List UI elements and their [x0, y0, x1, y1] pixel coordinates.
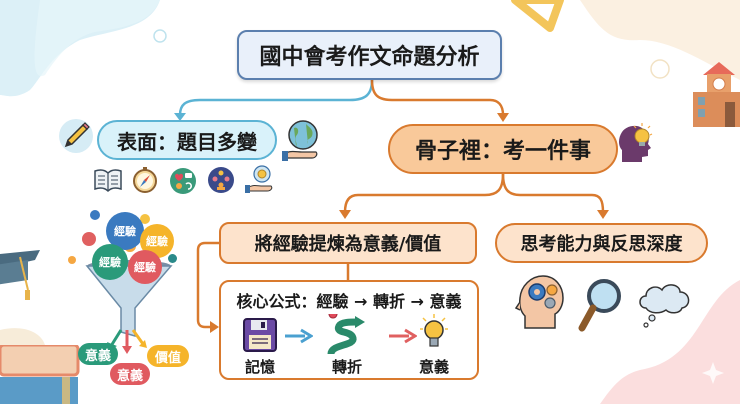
formula-title: 核心公式：經驗 → 轉折 → 意義: [236, 292, 462, 311]
root-title: 國中會考作文命題分析: [259, 45, 480, 70]
output-value-pill: 價值: [147, 345, 189, 367]
arrow-right-icon: [389, 328, 417, 344]
money-in-hand-icon: [245, 165, 273, 193]
core-formula-box: 核心公式：經驗 → 轉折 → 意義 記憶 轉折 意義: [219, 280, 479, 380]
books-stack-icon: [0, 345, 80, 404]
step-turn-label: 轉折: [331, 358, 362, 376]
output-meaning-pill: 意義: [78, 343, 118, 365]
floppy-disk-icon: [243, 318, 277, 352]
thinking-label: 思考能力與反思深度: [520, 234, 683, 255]
emotions-icon: [170, 168, 196, 194]
core-node: 骨子裡：考一件事: [388, 124, 618, 174]
experience-bubble: 經驗: [128, 250, 162, 284]
refine-node: 將經驗提煉為意義/價值: [219, 222, 477, 264]
refine-label: 將經驗提煉為意義/價值: [254, 234, 442, 255]
magnifier-icon: [578, 279, 621, 332]
compass-icon: [133, 167, 157, 193]
open-book-icon: [94, 169, 122, 193]
winding-road-icon: [327, 314, 365, 356]
globe-in-hand-icon: [282, 120, 318, 161]
funnel-illustration: 經驗 經驗 經驗 經驗 意義 意義 價值: [60, 200, 210, 390]
experience-bubble: 經驗: [106, 212, 144, 250]
arrow-right-icon: [285, 328, 313, 344]
head-gears-icon: [515, 275, 564, 329]
graduation-cap-icon: [0, 250, 40, 300]
step-memory-label: 記憶: [244, 358, 275, 376]
core-label: 骨子裡：考一件事: [414, 139, 591, 164]
thinking-node: 思考能力與反思深度: [495, 223, 708, 263]
thought-cloud-icon: [639, 284, 690, 328]
lightbulb-icon: [420, 314, 448, 347]
experience-bubble: 經驗: [92, 244, 128, 280]
school-building-icon: [693, 62, 740, 127]
pencil-icon: [59, 119, 93, 153]
head-lightbulb-icon: [619, 123, 653, 162]
surface-label: 表面：題目多變: [117, 129, 257, 154]
step-meaning-label: 意義: [418, 358, 449, 376]
root-node: 國中會考作文命題分析: [237, 30, 502, 80]
people-network-icon: [208, 167, 234, 193]
surface-node: 表面：題目多變: [97, 120, 277, 160]
output-meaning-pill: 意義: [110, 363, 150, 385]
